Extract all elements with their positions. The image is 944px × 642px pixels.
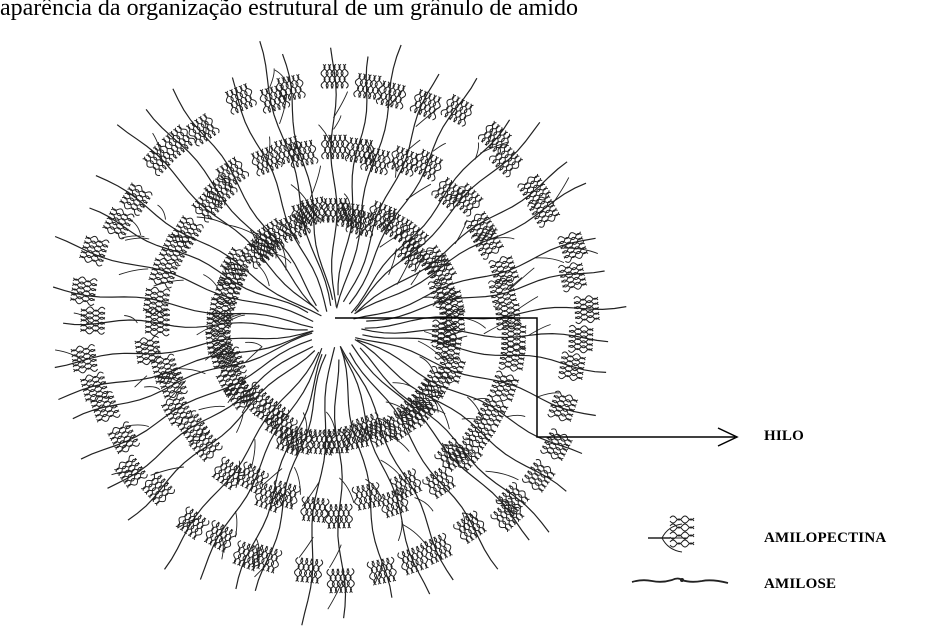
amylopectin-cluster: [420, 532, 455, 565]
chain-branch: [435, 400, 449, 429]
amylopectin-cluster: [80, 307, 105, 335]
amilose-symbol-knot: [680, 578, 684, 582]
chain-branch: [144, 387, 160, 390]
amylopectin-cluster: [174, 506, 210, 541]
amylopectin-cluster: [557, 230, 589, 263]
amylopectin-cluster: [488, 254, 520, 287]
amylose-chain: [340, 346, 453, 580]
amylose-chain: [338, 57, 368, 296]
label-amilopectina: AMILOPECTINA: [764, 530, 886, 547]
chain-branch: [310, 166, 321, 199]
amylopectin-cluster: [434, 437, 470, 473]
amylose-chain: [255, 354, 326, 590]
amylopectin-cluster: [294, 557, 323, 584]
amylopectin-cluster: [223, 83, 257, 116]
amylopectin-cluster: [210, 456, 246, 491]
amylose-chain: [366, 271, 604, 321]
amylopectin-cluster: [353, 73, 383, 100]
amylopectin-cluster: [558, 261, 587, 293]
amylose-chain: [55, 331, 313, 368]
amylopectin-cluster: [134, 336, 161, 366]
amylopectin-cluster: [440, 93, 475, 127]
amylopectin-cluster: [376, 80, 408, 110]
amylopectin-cluster: [170, 214, 205, 250]
amylopectin-cluster: [382, 408, 418, 443]
amylopectin-cluster: [409, 88, 443, 120]
chain-branch: [406, 184, 431, 200]
amylose-chain: [342, 352, 430, 594]
starch-granule: [53, 41, 626, 625]
amylopectin-cluster: [521, 458, 556, 494]
amylopectin-cluster: [367, 557, 398, 586]
chain-branch: [484, 320, 512, 334]
chain-branch: [299, 537, 313, 558]
chain-branch: [270, 68, 275, 87]
chain-branch: [462, 419, 482, 422]
amylopectin-cluster: [547, 390, 578, 423]
amylopectin-cluster: [568, 325, 593, 353]
amylose-chain: [354, 238, 596, 319]
chain-branch: [135, 376, 147, 388]
amylopectin-cluster: [250, 543, 283, 574]
amylopectin-cluster: [477, 120, 513, 156]
chain-branch: [411, 270, 420, 285]
chain-branch: [328, 581, 342, 609]
amylopectin-cluster: [488, 370, 519, 403]
amylopectin-cluster: [187, 427, 223, 463]
label-amilose: AMILOSE: [764, 576, 836, 593]
amylopectin-cluster: [118, 181, 153, 217]
chain-branch: [124, 316, 137, 324]
amylopectin-cluster: [71, 344, 98, 374]
chain-branch: [245, 347, 263, 363]
amylopectin-cluster: [107, 421, 141, 456]
chain-branch: [406, 140, 421, 152]
chain-branch: [536, 258, 565, 263]
amylopectin-cluster: [360, 146, 392, 176]
chain-branch: [455, 220, 467, 244]
amylopectin-cluster: [79, 234, 110, 267]
amilose-symbol: [632, 579, 728, 584]
chain-branch: [462, 318, 486, 329]
amilopectina-symbol: [648, 516, 694, 552]
chain-branch: [506, 415, 526, 417]
chain-branch: [415, 498, 434, 512]
chain-branch: [119, 269, 148, 275]
chain-branch: [552, 177, 569, 204]
chain-branch: [258, 265, 269, 286]
chain-branch: [199, 406, 225, 410]
amylose-chain: [355, 183, 587, 314]
amylopectin-cluster: [540, 428, 574, 463]
hilo-pointer-line: [335, 318, 735, 437]
chain-branch: [130, 220, 141, 236]
chain-branch: [329, 545, 341, 568]
amylopectin-cluster: [475, 394, 509, 429]
amylopectin-cluster: [70, 276, 98, 306]
amylopectin-cluster: [212, 276, 243, 309]
amylopectin-cluster: [145, 308, 170, 336]
amylopectin-cluster: [322, 135, 349, 159]
chain-branch: [245, 342, 262, 346]
chain-branch: [229, 315, 245, 321]
amylose-chain: [356, 162, 567, 313]
chain-branch: [398, 521, 402, 541]
amylopectin-cluster: [80, 371, 110, 403]
label-hilo: HILO: [764, 428, 804, 445]
amylose-chain: [355, 338, 596, 416]
amylopectin-cluster: [327, 568, 355, 593]
